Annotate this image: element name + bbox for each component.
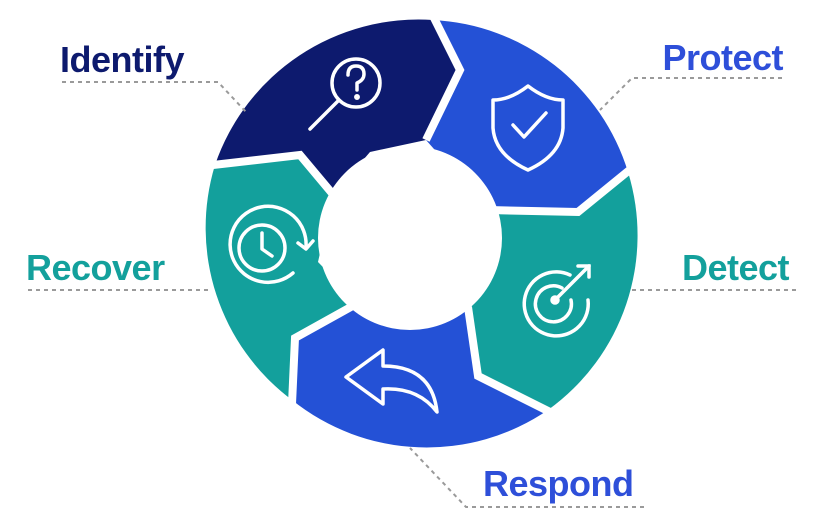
- leader-identify: [62, 81, 247, 113]
- label-recover: Recover: [26, 247, 165, 288]
- reply-arrow-icon: [344, 348, 439, 414]
- label-respond: Respond: [483, 463, 634, 504]
- segment-detect: [468, 172, 638, 410]
- magnifier-question-icon: [308, 57, 382, 131]
- leader-protect: [599, 77, 782, 111]
- leader-lines: [28, 77, 796, 508]
- center-hole: [318, 146, 502, 330]
- label-protect: Protect: [662, 37, 783, 78]
- leader-respond: [409, 447, 644, 508]
- segment-protect: [426, 20, 628, 212]
- segment-identify: [215, 19, 460, 195]
- segment-dividers: [212, 14, 635, 417]
- shield-check-icon: [491, 84, 565, 172]
- label-detect: Detect: [682, 247, 790, 288]
- target-radar-icon: [522, 264, 591, 338]
- clock-recovery-icon: [228, 204, 315, 285]
- label-identify: Identify: [60, 39, 184, 80]
